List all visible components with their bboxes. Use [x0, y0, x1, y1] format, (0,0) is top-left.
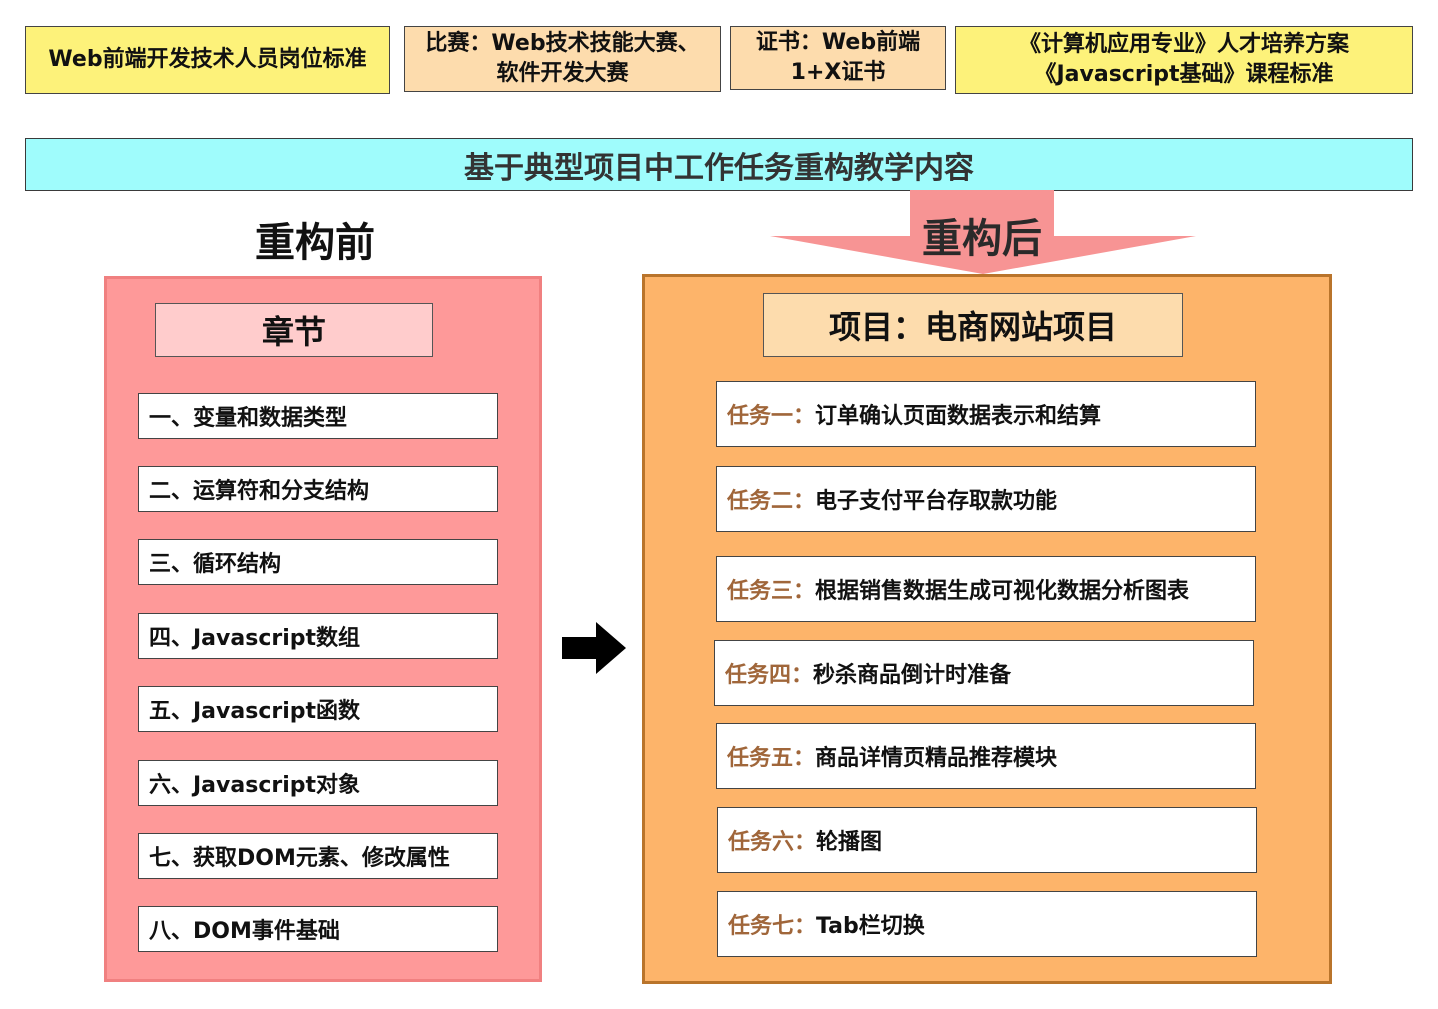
- standard-box-competition: 比赛：Web技术技能大赛、 软件开发大赛: [404, 26, 721, 92]
- standard-box-job-text: Web前端开发技术人员岗位标准: [48, 47, 367, 72]
- chapter-item: 二、运算符和分支结构: [138, 466, 498, 512]
- before-heading: 重构前: [255, 220, 375, 266]
- restructure-banner: 基于典型项目中工作任务重构教学内容: [25, 138, 1413, 191]
- task-tag: 任务一：: [727, 404, 816, 429]
- certificate-line-1: 证书：Web前端: [755, 30, 921, 55]
- task-tag: 任务五：: [727, 746, 816, 771]
- chapter-item: 七、获取DOM元素、修改属性: [138, 833, 498, 879]
- certificate-line-2: 1+X证书: [790, 60, 886, 85]
- project-title: 项目：电商网站项目: [763, 293, 1183, 357]
- chapter-item: 一、变量和数据类型: [138, 393, 498, 439]
- task-text: Tab栏切换: [816, 914, 925, 939]
- task-item: 任务二：电子支付平台存取款功能: [716, 466, 1256, 532]
- standard-box-certificate: 证书：Web前端 1+X证书: [730, 26, 946, 90]
- competition-line-1: 比赛：Web技术技能大赛、: [425, 31, 700, 56]
- task-tag: 任务三：: [727, 579, 816, 604]
- task-item: 任务一： 订单确认页面数据表示和结算: [716, 381, 1256, 447]
- task-tag: 任务七：: [728, 914, 817, 939]
- task-text: 电子支付平台存取款功能: [815, 489, 1058, 514]
- chapter-item: 五、Javascript函数: [138, 686, 498, 732]
- task-text: 秒杀商品倒计时准备: [813, 663, 1012, 688]
- funnel-arrow-icon: [770, 190, 1196, 274]
- curriculum-line-2: 《Javascript基础》课程标准: [1034, 62, 1334, 87]
- task-item: 任务六：轮播图: [717, 807, 1257, 873]
- competition-line-2: 软件开发大赛: [496, 61, 629, 86]
- task-text: 订单确认页面数据表示和结算: [815, 404, 1102, 429]
- after-panel: 项目：电商网站项目 任务一： 订单确认页面数据表示和结算 任务二：电子支付平台存…: [642, 274, 1332, 984]
- task-item: 任务七：Tab栏切换: [717, 891, 1257, 957]
- standard-box-job: Web前端开发技术人员岗位标准: [25, 26, 390, 94]
- curriculum-line-1: 《计算机应用专业》人才培养方案: [1018, 32, 1349, 57]
- task-tag: 任务二：: [727, 489, 816, 514]
- task-tag: 任务四：: [725, 663, 814, 688]
- task-tag: 任务六：: [728, 830, 817, 855]
- task-text: 根据销售数据生成可视化数据分析图表: [815, 579, 1190, 604]
- chapter-item: 三、循环结构: [138, 539, 498, 585]
- banner-text: 基于典型项目中工作任务重构教学内容: [464, 150, 974, 186]
- chapter-item: 六、Javascript对象: [138, 760, 498, 806]
- task-item: 任务五：商品详情页精品推荐模块: [716, 723, 1256, 789]
- task-text: 轮播图: [816, 830, 883, 855]
- standard-box-curriculum: 《计算机应用专业》人才培养方案 《Javascript基础》课程标准: [955, 26, 1413, 94]
- before-panel: 章节 一、变量和数据类型 二、运算符和分支结构 三、循环结构 四、Javascr…: [104, 276, 542, 982]
- task-item: 任务四：秒杀商品倒计时准备: [714, 640, 1254, 706]
- task-item: 任务三：根据销售数据生成可视化数据分析图表: [716, 556, 1256, 622]
- arrow-right-icon: [562, 622, 626, 674]
- task-text: 商品详情页精品推荐模块: [815, 746, 1058, 771]
- after-heading: 重构后: [922, 216, 1042, 262]
- chapters-title: 章节: [155, 303, 433, 357]
- chapter-item: 四、Javascript数组: [138, 613, 498, 659]
- chapter-item: 八、DOM事件基础: [138, 906, 498, 952]
